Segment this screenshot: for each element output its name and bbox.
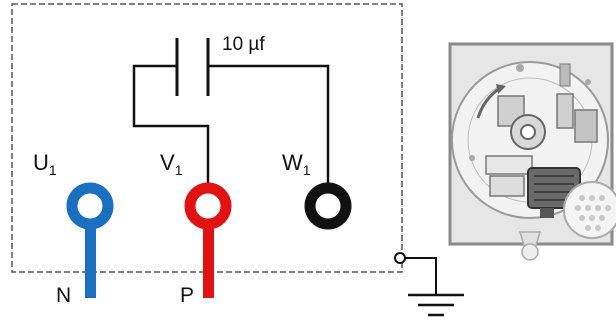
terminal-w1-ring (304, 182, 352, 230)
ground-symbol-icon (394, 252, 464, 317)
terminal-u1-ring (66, 182, 114, 230)
terminal-box-enclosure (11, 3, 403, 273)
capacitor-wiring (132, 64, 330, 190)
terminal-u1 (66, 182, 114, 298)
neutral-lead-wire (85, 220, 96, 298)
phase-lead-wire (203, 220, 214, 298)
terminal-w1-label: W1 (282, 150, 311, 178)
motor-unit-photo-icon (448, 42, 616, 261)
supply-label-n: N (56, 284, 71, 307)
capacitor-symbol-icon (175, 38, 210, 96)
terminal-v1-ring (184, 182, 232, 230)
terminal-u1-label: U1 (33, 150, 57, 178)
terminal-v1-label: V1 (160, 150, 183, 178)
supply-label-p: P (180, 284, 194, 307)
terminal-v1 (184, 182, 232, 298)
capacitor-label: 10 µf (222, 34, 265, 55)
